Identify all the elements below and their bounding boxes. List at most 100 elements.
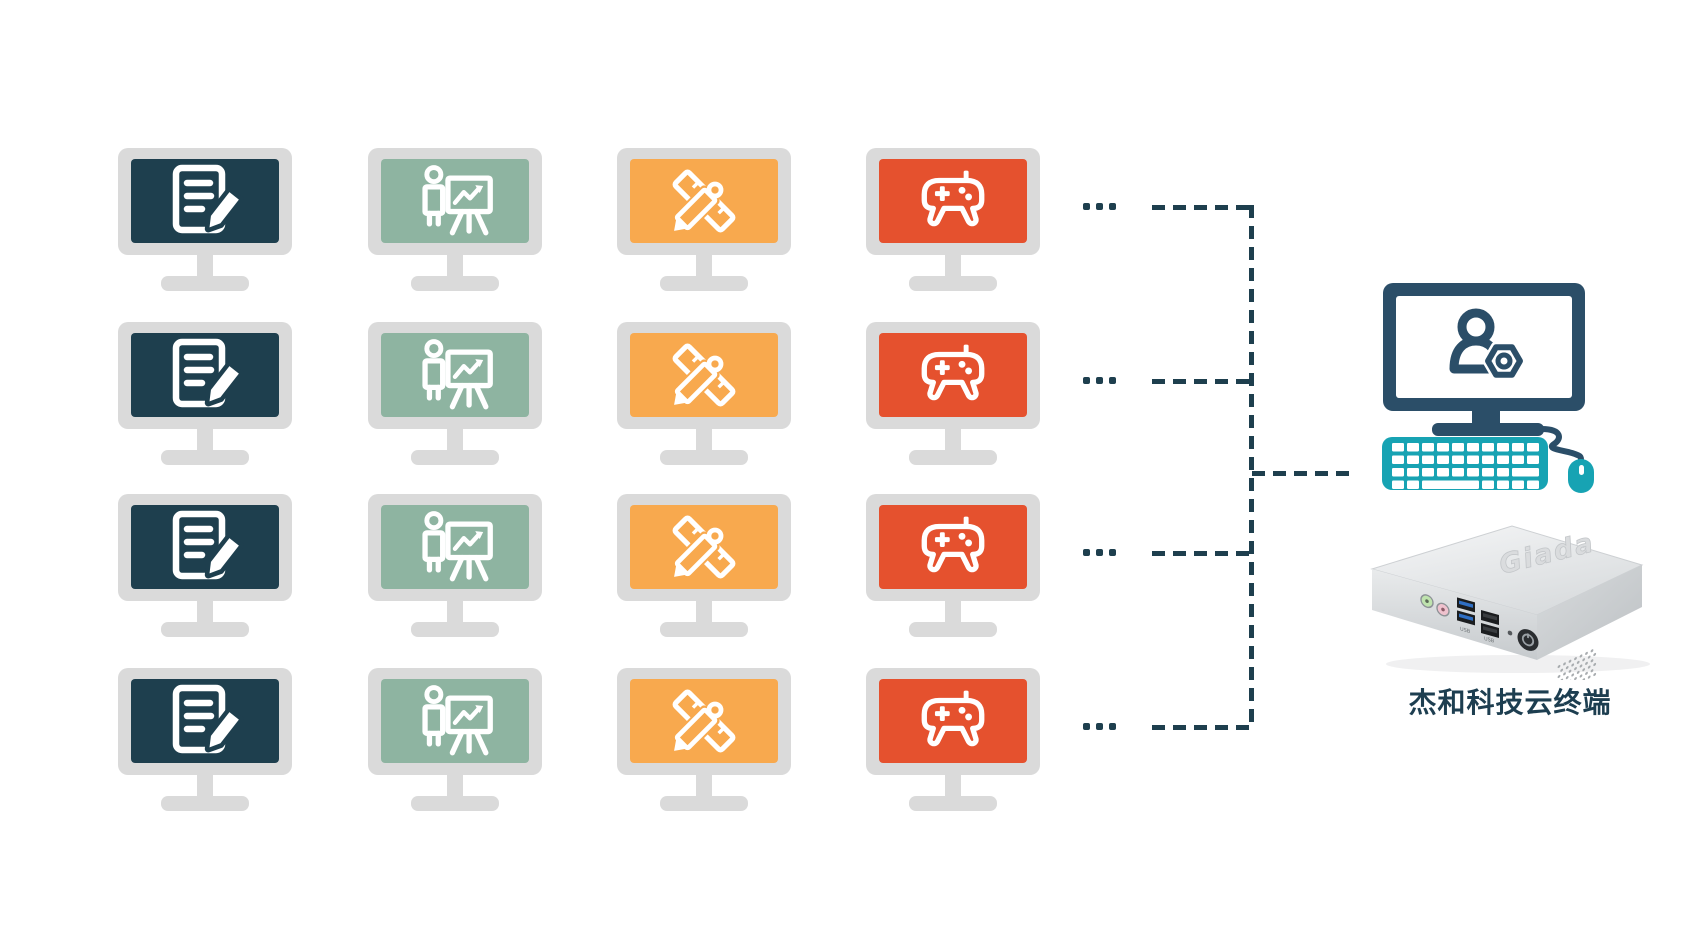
power-button-icon <box>1517 629 1539 651</box>
monitor-screen <box>131 505 279 589</box>
design-workstation-monitor <box>617 148 791 291</box>
monitor-screen <box>131 679 279 763</box>
admin-connector-line <box>1252 471 1356 476</box>
device-right-face <box>1537 565 1642 660</box>
gamepad-icon <box>921 690 985 747</box>
device-shadow <box>1386 655 1650 673</box>
row-connector-line <box>1152 725 1253 730</box>
trunk-connector-line <box>1249 205 1254 729</box>
monitor-screen <box>879 679 1027 763</box>
monitor-base <box>161 450 249 465</box>
design-workstation-monitor <box>617 322 791 465</box>
monitor-screen <box>630 679 778 763</box>
gaming-workstation-monitor <box>866 322 1040 465</box>
monitor-stand <box>696 599 712 624</box>
monitor-screen <box>381 333 529 417</box>
monitor-base <box>660 622 748 637</box>
row-ellipsis <box>1083 377 1116 384</box>
monitor-stand <box>447 773 463 798</box>
ruler-pencil-icon <box>670 515 736 581</box>
office-workstation-monitor <box>118 322 292 465</box>
monitor-screen <box>131 159 279 243</box>
monitor-base <box>161 276 249 291</box>
usb2-ports-icon <box>1481 610 1499 638</box>
admin-computer <box>1370 275 1610 505</box>
monitor-screen <box>879 159 1027 243</box>
monitor-screen <box>879 505 1027 589</box>
monitor-stand <box>945 773 961 798</box>
office-workstation-monitor <box>118 668 292 811</box>
gamepad-icon <box>921 170 985 227</box>
gamepad-icon <box>921 344 985 401</box>
presentation-chart-icon <box>422 511 493 582</box>
usb-label-1: USB <box>1460 626 1471 635</box>
monitor-stand <box>945 427 961 452</box>
monitor-stand <box>197 773 213 798</box>
monitor-stand <box>447 599 463 624</box>
row-ellipsis <box>1083 549 1116 556</box>
monitor-stand <box>447 253 463 278</box>
monitor-stand <box>197 253 213 278</box>
monitor-screen <box>131 333 279 417</box>
presentation-chart-icon <box>422 165 493 236</box>
presentation-workstation-monitor <box>368 148 542 291</box>
monitor-base <box>660 796 748 811</box>
row-connector-line <box>1152 205 1253 210</box>
gaming-workstation-monitor <box>866 668 1040 811</box>
monitor-stand <box>945 599 961 624</box>
monitor-base <box>411 450 499 465</box>
document-edit-icon <box>172 510 244 580</box>
presentation-workstation-monitor <box>368 494 542 637</box>
monitor-stand <box>197 599 213 624</box>
monitor-base <box>909 276 997 291</box>
monitor-screen <box>630 159 778 243</box>
admin-computer-illustration <box>1382 283 1594 493</box>
user-settings-icon <box>1449 308 1526 381</box>
mouse-wheel <box>1579 465 1584 475</box>
admin-monitor-base <box>1432 423 1544 436</box>
monitor-screen <box>630 505 778 589</box>
row-ellipsis <box>1083 203 1116 210</box>
monitor-screen <box>381 159 529 243</box>
reset-hole <box>1507 630 1513 636</box>
admin-monitor-stand <box>1472 411 1500 424</box>
monitor-screen <box>630 333 778 417</box>
usb3-ports-icon <box>1457 597 1475 626</box>
office-workstation-monitor <box>118 148 292 291</box>
monitor-base <box>161 796 249 811</box>
ruler-pencil-icon <box>670 169 736 235</box>
gaming-workstation-monitor <box>866 148 1040 291</box>
monitor-base <box>909 796 997 811</box>
row-connector-line <box>1152 379 1253 384</box>
device-front-face <box>1372 569 1537 660</box>
monitor-base <box>411 622 499 637</box>
document-edit-icon <box>172 684 244 754</box>
keyboard-keys <box>1392 443 1539 489</box>
gamepad-icon <box>921 516 985 573</box>
mouse-cable <box>1539 426 1584 464</box>
monitor-base <box>909 450 997 465</box>
monitor-base <box>161 622 249 637</box>
ruler-pencil-icon <box>670 689 736 755</box>
monitor-screen <box>879 333 1027 417</box>
design-workstation-monitor <box>617 668 791 811</box>
monitor-stand <box>696 773 712 798</box>
row-ellipsis <box>1083 723 1116 730</box>
monitor-base <box>660 450 748 465</box>
row-connector-line <box>1152 551 1253 556</box>
gaming-workstation-monitor <box>866 494 1040 637</box>
device-label: 杰和科技云终端 <box>1408 686 1612 719</box>
presentation-workstation-monitor <box>368 668 542 811</box>
office-workstation-monitor <box>118 494 292 637</box>
monitor-stand <box>197 427 213 452</box>
document-edit-icon <box>172 164 244 234</box>
monitor-stand <box>696 427 712 452</box>
monitor-base <box>660 276 748 291</box>
mouse-icon <box>1568 459 1594 493</box>
monitor-screen <box>381 679 529 763</box>
monitor-stand <box>945 253 961 278</box>
monitor-base <box>411 276 499 291</box>
design-workstation-monitor <box>617 494 791 637</box>
presentation-chart-icon <box>422 339 493 410</box>
